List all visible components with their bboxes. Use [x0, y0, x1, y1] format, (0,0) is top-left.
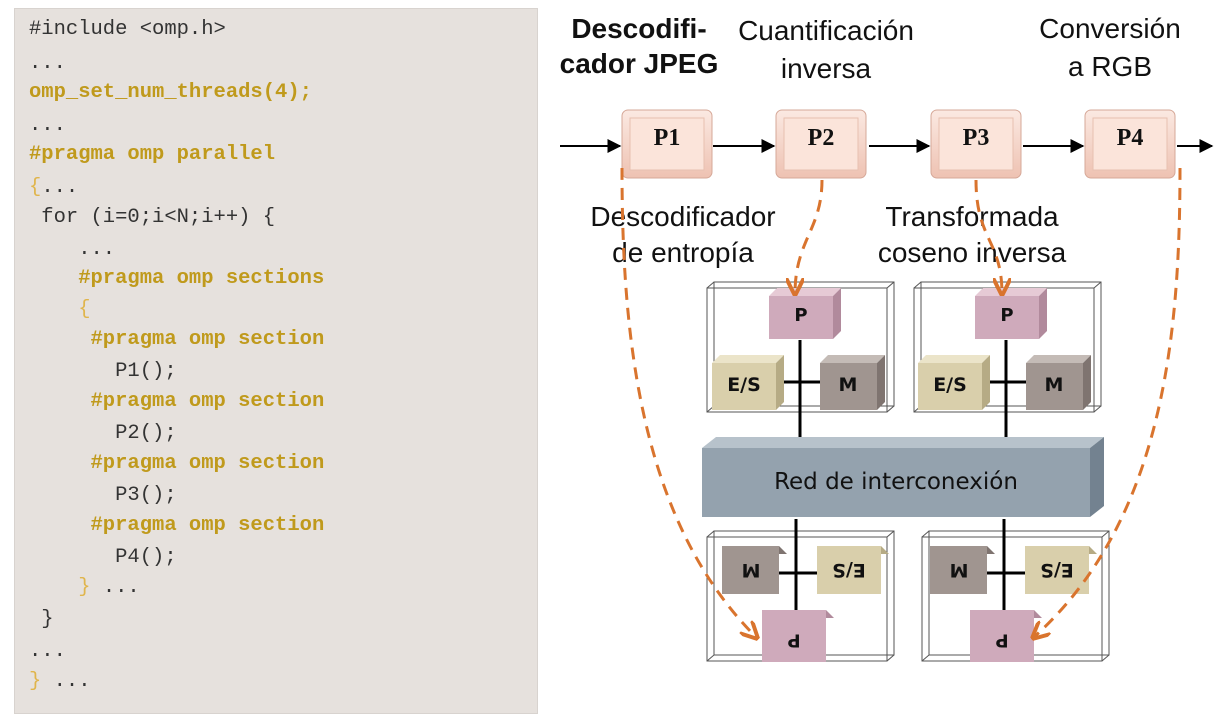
io-cube	[712, 355, 784, 410]
mapping-arrow-p4	[1033, 167, 1182, 638]
mapping-arrow-p1	[620, 167, 757, 638]
stage-label-transformada: Transformada	[885, 201, 1059, 232]
network-label: Red de interconexión	[774, 469, 1018, 495]
code-line-pragma-section: #pragma omp section	[29, 452, 325, 475]
code-line-call-p1: P1();	[29, 360, 177, 383]
code-line-ellipsis: ...	[29, 238, 116, 261]
code-line-close-brace: }	[29, 608, 54, 631]
mapping-arrow-p2	[795, 179, 824, 294]
interconnection-network: Red de interconexión	[702, 437, 1104, 517]
process-box-p2: P2	[775, 109, 867, 179]
node-top-left: P E/S M	[706, 281, 895, 444]
memory-cube	[930, 546, 995, 594]
processor-cube	[975, 288, 1047, 339]
processor-label: P	[794, 305, 807, 326]
title-line-2: cador JPEG	[560, 48, 719, 79]
stage-label-entropia: de entropía	[612, 237, 754, 268]
stage-label-entropia: Descodificador	[590, 201, 775, 232]
processor-label: P	[995, 630, 1008, 651]
code-line-include: #include <omp.h>	[29, 18, 226, 41]
memory-label: M	[839, 374, 858, 396]
code-line-call-p2: P2();	[29, 422, 177, 445]
code-panel: #include <omp.h> ... omp_set_num_threads…	[14, 8, 538, 714]
code-line-call-p3: P3();	[29, 484, 177, 507]
processor-cube	[762, 610, 834, 662]
node-bottom-left: M E/S P	[706, 519, 895, 662]
code-line-close-brace: } ...	[29, 576, 140, 599]
memory-cube	[1026, 355, 1091, 410]
code-line-pragma-section: #pragma omp section	[29, 328, 325, 351]
code-line-set-threads: omp_set_num_threads(4);	[29, 81, 312, 104]
code-line-pragma-section: #pragma omp section	[29, 514, 325, 537]
mapping-arrow-p3	[974, 179, 1002, 294]
memory-cube	[722, 546, 787, 594]
memory-cube	[820, 355, 885, 410]
node-bottom-right: M E/S P	[921, 519, 1110, 662]
io-label: E/S	[1040, 559, 1074, 581]
stage-label-conversion: Conversión	[1039, 13, 1181, 44]
processor-label: P	[1000, 305, 1013, 326]
code-line-call-p4: P4();	[29, 546, 177, 569]
processor-cube	[970, 610, 1042, 662]
io-label: E/S	[933, 374, 967, 396]
io-label: E/S	[727, 374, 761, 396]
code-line-ellipsis: ...	[29, 114, 66, 137]
stage-label-conversion: a RGB	[1068, 51, 1152, 82]
process-box-p4: P4	[1084, 109, 1176, 179]
code-line-pragma-parallel: #pragma omp parallel	[29, 143, 276, 166]
title-line-1: Descodifi-	[571, 13, 706, 44]
memory-label: M	[950, 559, 969, 581]
io-cube	[817, 546, 889, 594]
io-cube	[918, 355, 990, 410]
stage-label-transformada: coseno inversa	[878, 237, 1067, 268]
code-line-for-loop: for (i=0;i<N;i++) {	[29, 206, 276, 229]
processor-label: P	[787, 630, 800, 651]
process-label-p4: P4	[1117, 125, 1144, 151]
stage-label-cuantificacion: inversa	[781, 53, 872, 84]
memory-label: M	[1045, 374, 1064, 396]
code-line-pragma-section: #pragma omp section	[29, 390, 325, 413]
process-box-p3: P3	[930, 109, 1022, 179]
io-label: E/S	[832, 559, 866, 581]
code-line-ellipsis: ...	[29, 52, 66, 75]
code-line-open-brace: {	[29, 298, 91, 321]
stage-label-cuantificacion: Cuantificación	[738, 15, 914, 46]
memory-label: M	[742, 559, 761, 581]
process-label-p1: P1	[654, 125, 681, 151]
process-box-p1: P1	[621, 109, 713, 179]
code-line-pragma-sections: #pragma omp sections	[29, 267, 325, 290]
node-top-right: P E/S M	[913, 281, 1102, 444]
process-label-p3: P3	[963, 125, 990, 151]
code-line-close-brace: } ...	[29, 670, 91, 693]
process-label-p2: P2	[808, 125, 835, 151]
code-line-open-brace: {...	[29, 176, 79, 199]
io-cube	[1025, 546, 1097, 594]
code-line-ellipsis: ...	[29, 640, 66, 663]
